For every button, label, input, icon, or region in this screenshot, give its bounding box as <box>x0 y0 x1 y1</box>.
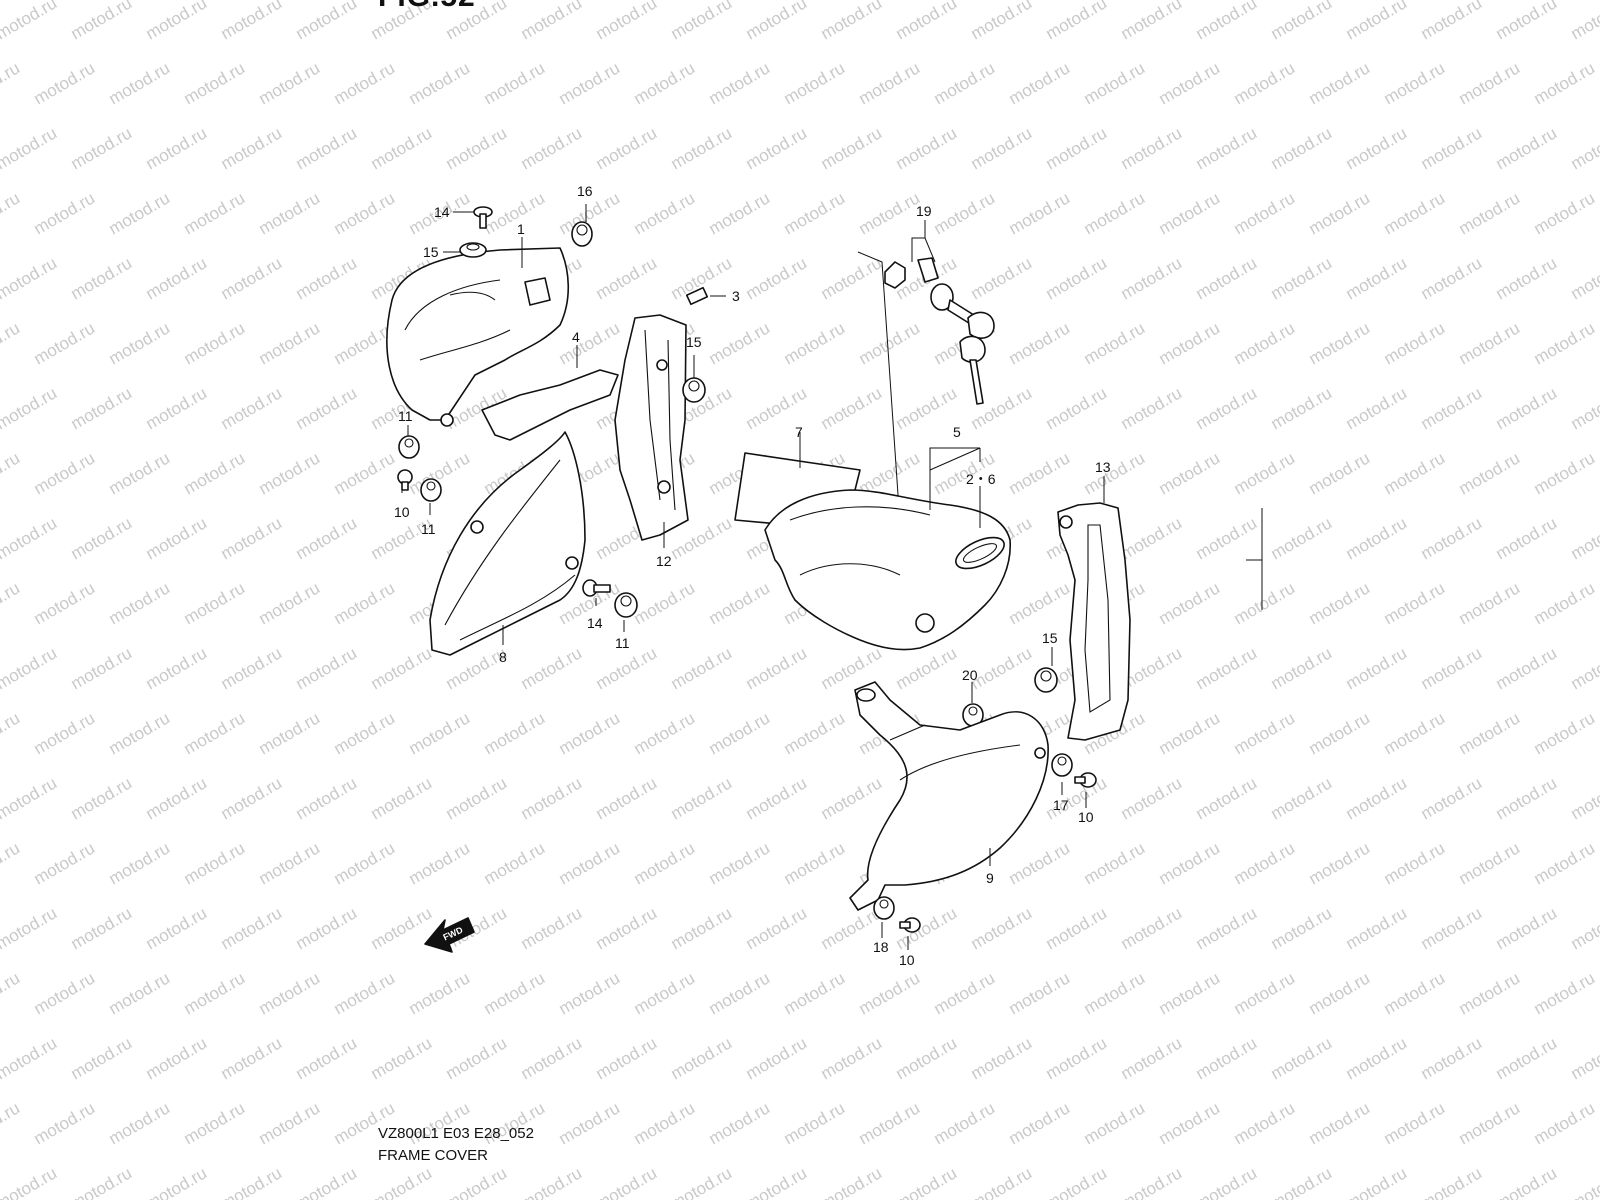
callout-15-right: 15 <box>1042 630 1058 646</box>
callout-3: 3 <box>732 288 740 304</box>
callout-19: 19 <box>916 203 932 219</box>
callout-11-b: 11 <box>421 521 436 537</box>
callout-10-right: 10 <box>1078 809 1094 825</box>
part-12-bracket <box>614 314 689 541</box>
callout-10-bottom: 10 <box>899 952 915 968</box>
callout-15: 15 <box>423 244 439 260</box>
callout-5: 5 <box>953 424 961 440</box>
figure-label: FIG.52 <box>378 0 476 14</box>
callout-11-a: 11 <box>398 408 413 424</box>
part-17-grommet <box>1051 753 1073 777</box>
part-10-bolt-right <box>1074 772 1097 788</box>
part-1-upper-frame-cover <box>386 247 570 427</box>
part-9-lower-cover <box>849 681 1049 911</box>
part-13-rear-bracket <box>1057 502 1131 741</box>
part-14-bolt-top <box>473 206 493 229</box>
part-15-grommet-right <box>1034 667 1058 693</box>
part-11-grommet-c <box>614 592 638 618</box>
part-4-plate <box>481 369 619 441</box>
part-8-lower-frame-cover <box>429 431 586 656</box>
callout-14: 14 <box>434 204 450 220</box>
part-19-lock-set <box>884 257 995 405</box>
part-15-grommet-mid <box>682 377 706 403</box>
callout-20: 20 <box>962 667 978 683</box>
part-10-bolt-bottom <box>899 917 921 933</box>
callout-13: 13 <box>1095 459 1111 475</box>
part-10-bolt-left <box>397 469 413 491</box>
callout-1: 1 <box>517 221 525 237</box>
part-18-grommet <box>873 896 895 920</box>
callout-12: 12 <box>656 553 672 569</box>
callout-2-6: 2・6 <box>966 471 996 487</box>
part-11-grommet-a <box>398 435 420 459</box>
part-3-pin <box>685 286 709 306</box>
callout-4: 4 <box>572 329 580 345</box>
leader-lines <box>401 204 1105 950</box>
part-15-cushion-top <box>459 242 487 258</box>
callout-9: 9 <box>986 870 994 886</box>
callout-10-left: 10 <box>394 504 410 520</box>
part-14-bolt-lower <box>582 579 611 597</box>
part-11-grommet-b <box>420 478 442 502</box>
callout-7: 7 <box>795 424 803 440</box>
callout-15-mid: 15 <box>686 334 702 350</box>
callout-8: 8 <box>499 649 507 665</box>
model-code: VZ800L1 E03 E28_052 <box>378 1125 534 1142</box>
forward-direction-arrow: FWD <box>424 917 475 953</box>
callout-11-c: 11 <box>615 635 630 651</box>
callout-17: 17 <box>1053 797 1069 813</box>
callout-labels: 1 16 14 15 3 4 15 11 10 11 12 14 11 8 19… <box>394 183 1111 968</box>
section-name: FRAME COVER <box>378 1147 489 1164</box>
part-16-grommet <box>571 221 593 247</box>
callout-18: 18 <box>873 939 889 955</box>
callout-14-lower: 14 <box>587 615 603 631</box>
part-5-side-cover <box>764 489 1011 651</box>
callout-16: 16 <box>577 183 593 199</box>
